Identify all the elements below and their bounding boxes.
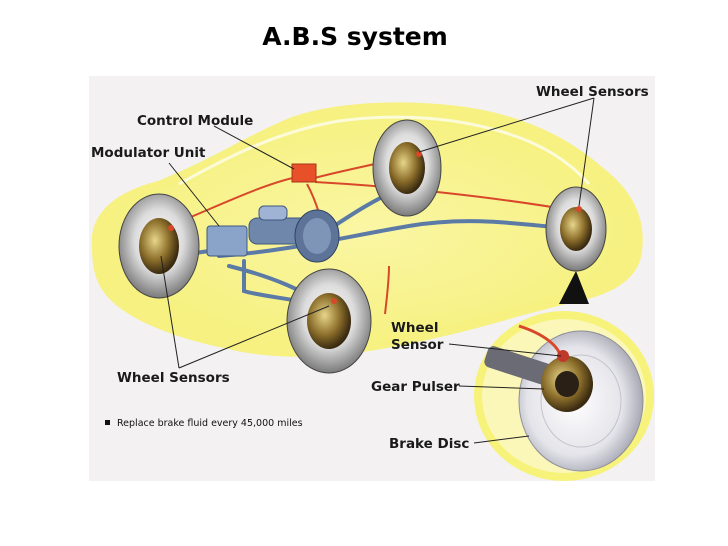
wheel-rear-right [545,186,607,272]
wheel-rear-left [372,119,442,217]
callout-pointer [559,271,589,304]
wheel-front-right [286,268,372,374]
page-title: A.B.S system [262,22,448,51]
label-control-module: Control Module [137,113,253,129]
label-wheel-sensors-top: Wheel Sensors [536,84,649,100]
label-wheel-sensor-line1: Wheel [391,320,438,336]
abs-diagram: Wheel Sensors Control Module Modulator U… [89,76,655,481]
label-modulator-unit: Modulator Unit [91,145,206,161]
sensor-dots [168,151,582,304]
wheel-front-left [118,193,200,299]
label-wheel-sensor-line2: Sensor [391,337,444,353]
detail-inset [474,311,654,481]
modulator-unit [206,205,340,263]
maintenance-note: Replace brake fluid every 45,000 miles [117,418,303,429]
label-brake-disc: Brake Disc [389,436,469,452]
label-wheel-sensors-bottom: Wheel Sensors [117,370,230,386]
note-bullet [105,420,110,425]
leader-lines [160,97,595,444]
label-gear-pulser: Gear Pulser [371,379,460,395]
control-module [291,163,317,183]
